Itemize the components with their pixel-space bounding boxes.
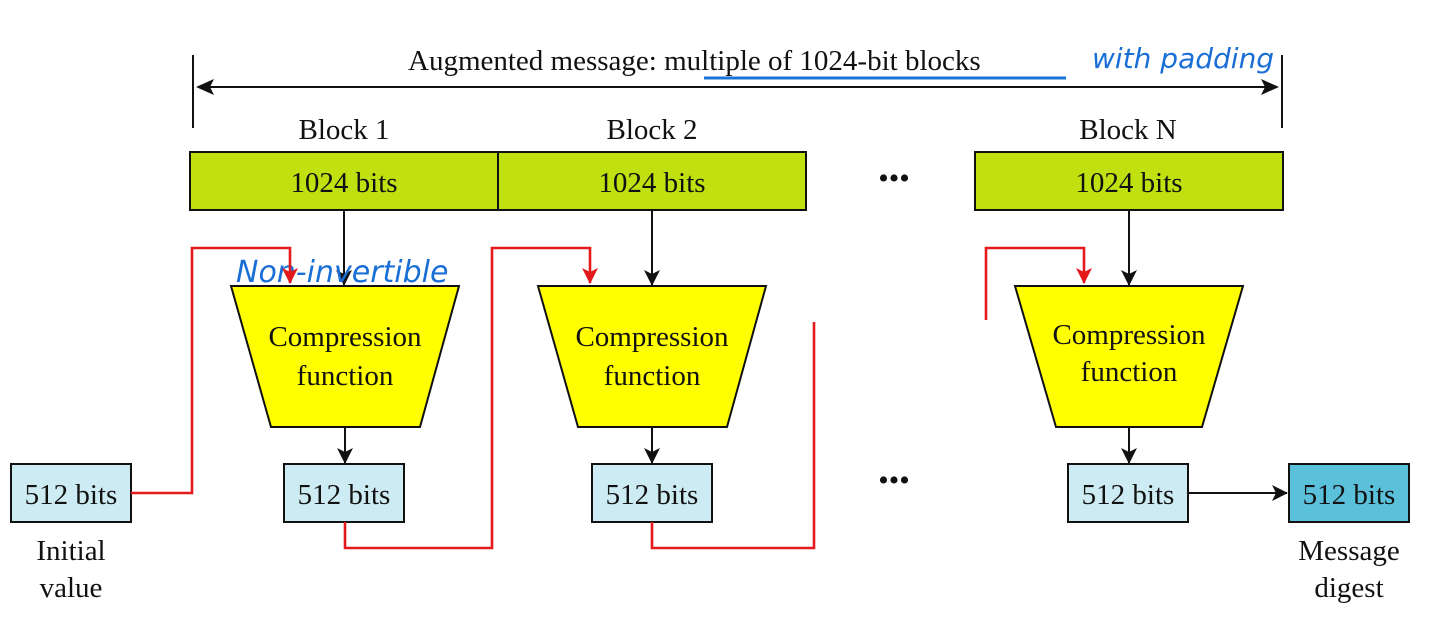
message-digest: 512 bits Message digest (1288, 463, 1410, 604)
block-n-rect (974, 151, 1284, 211)
cfn-line1: Compression (1052, 319, 1206, 351)
annotation-non-invertible: Non-invertible (236, 255, 448, 290)
chain-value-1: 512 bits (283, 463, 405, 523)
message-block-1: 1024 bits (189, 151, 499, 211)
block-n-size: 1024 bits (1075, 167, 1182, 199)
ellipsis-bottom: ••• (878, 464, 910, 497)
augmented-message-underlined: multiple of 1024-bit blocks (664, 45, 981, 77)
initial-value-caption-1: Initial (36, 535, 105, 567)
initial-value-size: 512 bits (25, 479, 118, 511)
cf2-line1: Compression (575, 321, 729, 353)
compression-trapezoid (536, 285, 768, 428)
arrow-right-icon (1261, 79, 1279, 95)
chain-value-1-size: 512 bits (298, 479, 391, 511)
block-2-rect (497, 151, 807, 211)
digest-caption-2: digest (1314, 572, 1383, 604)
cf2-line2: function (604, 360, 701, 392)
digest-box (1288, 463, 1410, 523)
block-2-label: Block 2 (606, 114, 697, 146)
chain-value-box (1067, 463, 1189, 523)
chain-value-box (283, 463, 405, 523)
chain-value-2: 512 bits (591, 463, 713, 523)
block-1-label: Block 1 (298, 114, 389, 146)
initial-value-caption-2: value (40, 572, 103, 604)
digest-size: 512 bits (1303, 479, 1396, 511)
message-block-2: 1024 bits (497, 151, 807, 211)
ellipsis-top: ••• (878, 162, 910, 195)
feed-iv-to-cf1 (131, 246, 298, 495)
compression-trapezoid (229, 285, 461, 428)
message-block-n: 1024 bits (974, 151, 1284, 211)
block-2-size: 1024 bits (598, 167, 705, 199)
compression-function-n: Compression function (1013, 285, 1245, 428)
chain-value-n-size: 512 bits (1082, 479, 1175, 511)
arrow-left-icon (196, 79, 214, 95)
cf1-line2: function (297, 360, 394, 392)
block-1-size: 1024 bits (290, 167, 397, 199)
block-n-label: Block N (1079, 114, 1177, 146)
annotation-with-padding: with padding (1092, 42, 1274, 75)
chain-value-box (591, 463, 713, 523)
chain-value-2-size: 512 bits (606, 479, 699, 511)
feed-h2-continues (650, 322, 816, 550)
digest-caption-1: Message (1298, 535, 1399, 567)
augmented-message-label: Augmented message: multiple of 1024-bit … (408, 45, 981, 77)
compression-function-1: Compression function (229, 285, 461, 428)
cf1-line1: Compression (268, 321, 422, 353)
feed-into-cfn (984, 246, 1092, 320)
cfn-line2: function (1081, 356, 1178, 388)
message-span-indicator (192, 55, 1283, 128)
compression-trapezoid (1013, 285, 1245, 428)
initial-value: 512 bits Initial value (10, 463, 132, 604)
feed-h1-to-cf2 (343, 246, 598, 550)
chain-value-n: 512 bits (1067, 463, 1189, 523)
initial-value-box (10, 463, 132, 523)
compression-function-2: Compression function (536, 285, 768, 428)
